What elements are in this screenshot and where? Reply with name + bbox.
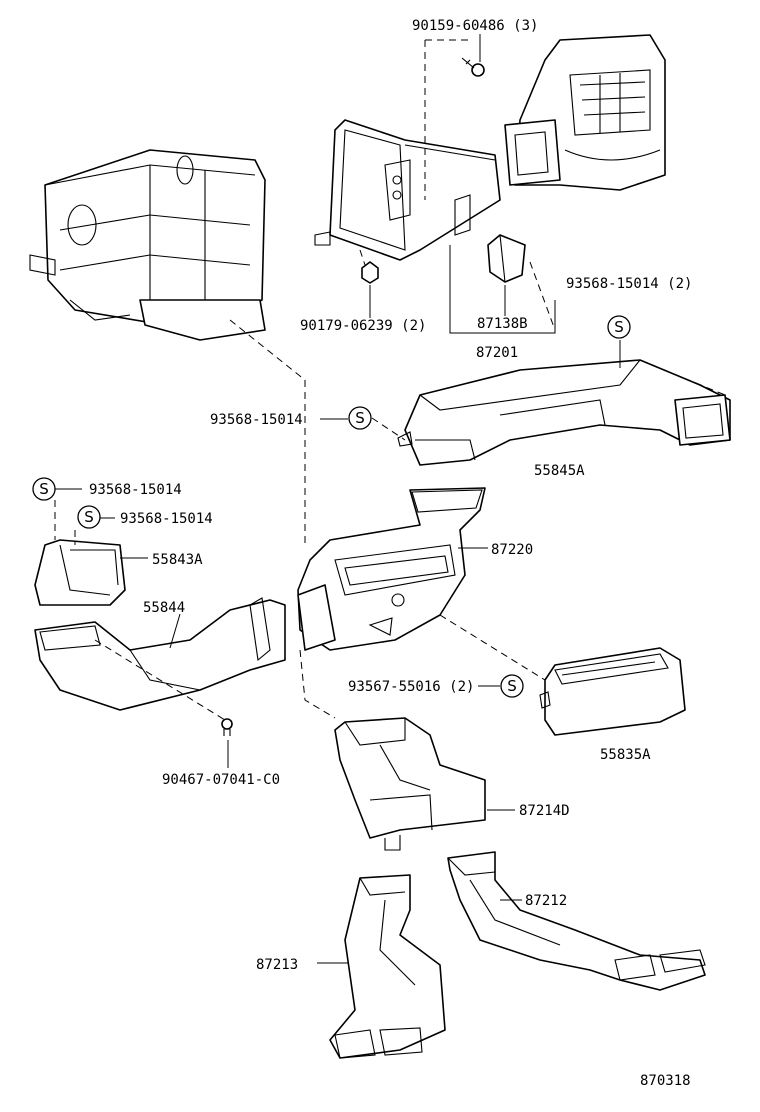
label-90159-60486: 90159-60486 (3) [412, 18, 538, 34]
blower-duct-87201 [314, 119, 501, 261]
label-87201: 87201 [476, 345, 518, 361]
blower-housing [504, 34, 666, 191]
s-symbol-left-top: S [32, 477, 56, 501]
label-87213: 87213 [256, 957, 298, 973]
resistor-87138b [487, 234, 526, 283]
label-87214d: 87214D [519, 803, 570, 819]
label-87220: 87220 [491, 542, 533, 558]
label-93568-15014-left-top: 93568-15014 [89, 482, 182, 498]
duct-87212 [447, 851, 706, 991]
label-93568-15014-2: 93568-15014 (2) [566, 276, 692, 292]
svg-text:S: S [84, 508, 94, 526]
label-87138b: 87138B [477, 316, 528, 332]
label-90179-06239: 90179-06239 (2) [300, 318, 426, 334]
assembly-dashed-lines [54, 39, 726, 721]
label-55835a: 55835A [600, 747, 651, 763]
duct-87214d [334, 717, 486, 851]
nut-90179 [361, 261, 379, 284]
screw-90159 [461, 57, 485, 77]
register-55835a [539, 647, 686, 736]
svg-text:S: S [507, 677, 517, 695]
label-55844: 55844 [143, 600, 185, 616]
leader-lines [55, 34, 621, 964]
label-93568-15014-middle: 93568-15014 [210, 412, 303, 428]
label-55843a: 55843A [152, 552, 203, 568]
s-symbol-middle: S [348, 406, 372, 430]
label-90467-07041-c0: 90467-07041-C0 [162, 772, 280, 788]
svg-text:S: S [39, 480, 49, 498]
center-duct-87220 [297, 487, 486, 651]
s-symbol-left-bottom: S [77, 505, 101, 529]
s-symbol-right: S [607, 315, 631, 339]
label-55845a: 55845A [534, 463, 585, 479]
label-93568-15014-left-bottom: 93568-15014 [120, 511, 213, 527]
duct-87213 [329, 874, 446, 1059]
duct-55845a [397, 359, 731, 466]
s-symbol-lower-right: S [500, 674, 524, 698]
duct-55844 [34, 597, 286, 711]
label-93567-55016: 93567-55016 (2) [348, 679, 474, 695]
clip-90467 [221, 718, 233, 736]
svg-text:S: S [614, 318, 624, 336]
label-87212: 87212 [525, 893, 567, 909]
heater-unit-assembly [29, 149, 266, 341]
svg-text:S: S [355, 409, 365, 427]
duct-55843a [34, 539, 126, 606]
diagram-id: 870318 [640, 1073, 691, 1089]
